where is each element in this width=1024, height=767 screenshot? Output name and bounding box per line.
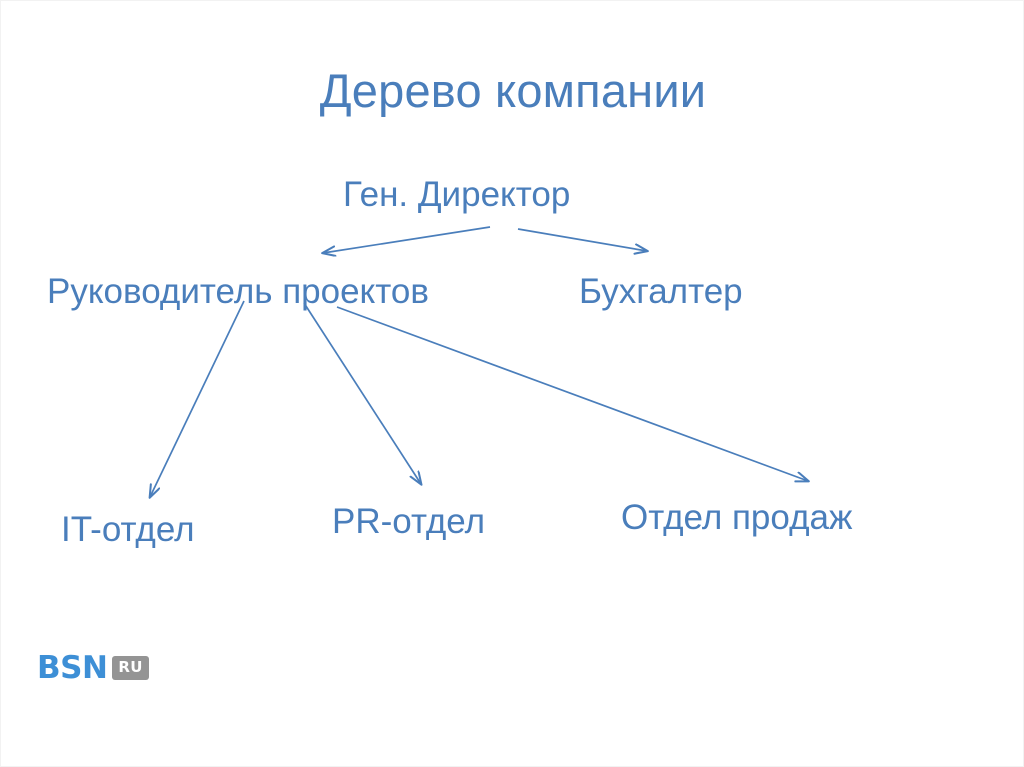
edge-ceo-to-pm bbox=[323, 226, 491, 253]
org-node-it-department[interactable]: IT-отдел bbox=[61, 510, 195, 549]
org-node-sales-department[interactable]: Отдел продаж bbox=[621, 498, 853, 537]
edge-ceo-to-accountant bbox=[517, 228, 647, 251]
logo-wordmark: BSN bbox=[37, 649, 108, 686]
org-node-pr-department[interactable]: PR-отдел bbox=[332, 502, 485, 541]
bsn-ru-logo: BSN RU bbox=[37, 651, 149, 685]
org-node-project-manager[interactable]: Руководитель проектов bbox=[47, 272, 429, 311]
page-title: Дерево компании bbox=[319, 64, 707, 117]
org-node-accountant[interactable]: Бухгалтер bbox=[579, 272, 743, 311]
edge-pm-to-pr bbox=[303, 302, 421, 484]
edge-pm-to-sales bbox=[336, 306, 808, 481]
logo-domain-badge: RU bbox=[112, 656, 149, 680]
edge-pm-to-it bbox=[150, 300, 245, 497]
org-node-ceo[interactable]: Ген. Директор bbox=[343, 175, 571, 214]
